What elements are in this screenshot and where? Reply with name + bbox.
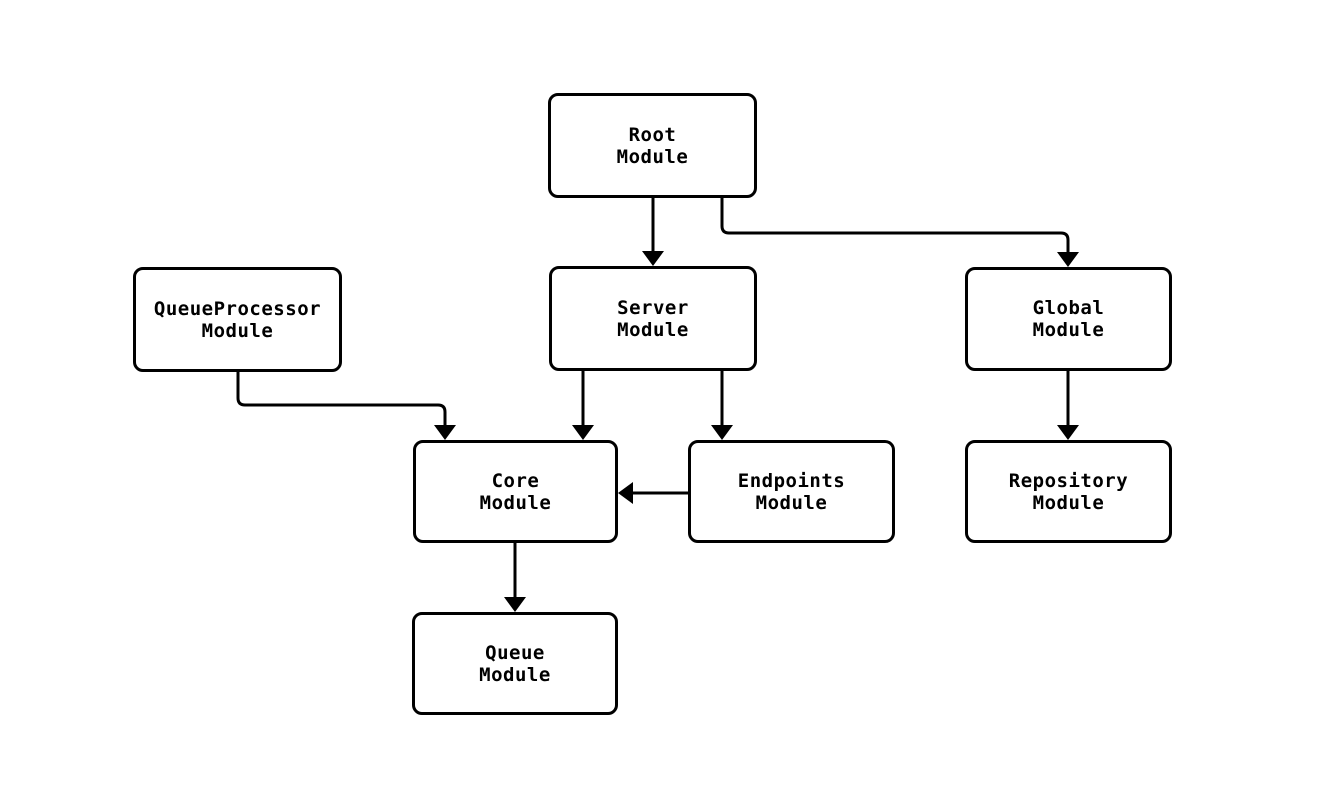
edge-queueprocessor-module-to-core-module: [236, 372, 447, 427]
node-queueprocessor-module-label: QueueProcessor Module: [153, 297, 322, 342]
node-queue-module: Queue Module: [412, 612, 618, 715]
node-core-module-label: Core Module: [479, 469, 552, 514]
arrowhead-root-module-to-global-module: [1057, 252, 1079, 267]
node-root-module: Root Module: [548, 93, 757, 198]
arrowhead-server-module-to-core-module: [572, 425, 594, 440]
node-global-module: Global Module: [965, 267, 1172, 371]
arrowhead-core-module-to-queue-module: [504, 597, 526, 612]
arrowhead-server-module-to-endpoints-module: [711, 425, 733, 440]
node-endpoints-module-label: Endpoints Module: [737, 469, 846, 514]
edge-root-module-to-global-module: [720, 198, 1070, 254]
node-repository-module: Repository Module: [965, 440, 1172, 543]
arrowhead-root-module-to-server-module: [642, 251, 664, 266]
node-queueprocessor-module: QueueProcessor Module: [133, 267, 342, 372]
node-repository-module-label: Repository Module: [1008, 469, 1129, 514]
node-server-module: Server Module: [549, 266, 757, 371]
node-queue-module-label: Queue Module: [479, 641, 551, 686]
node-endpoints-module: Endpoints Module: [688, 440, 895, 543]
node-root-module-label: Root Module: [616, 123, 689, 168]
node-global-module-label: Global Module: [1032, 297, 1105, 341]
node-server-module-label: Server Module: [617, 296, 689, 341]
arrowhead-global-module-to-repository-module: [1057, 425, 1079, 440]
arrowhead-endpoints-module-to-core-module: [618, 482, 633, 504]
node-core-module: Core Module: [413, 440, 618, 543]
arrowhead-queueprocessor-module-to-core-module: [434, 425, 456, 440]
